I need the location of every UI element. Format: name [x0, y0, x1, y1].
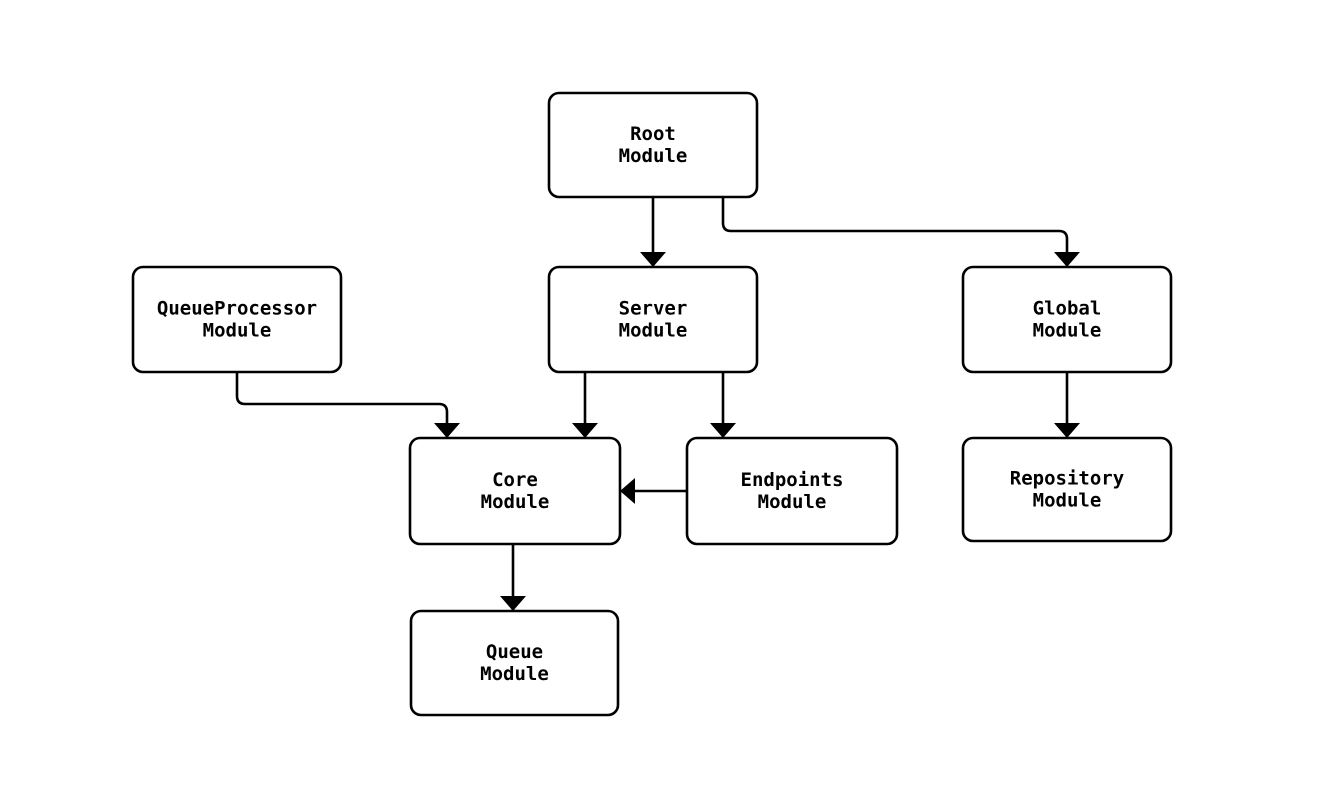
- edge-root-module-to-global-module: [721, 197, 1080, 267]
- edges-layer: [235, 197, 1080, 611]
- node-queue-module-box: [409, 609, 620, 717]
- node-queueprocessor-module-box: [131, 265, 343, 374]
- node-server-module-box: [547, 265, 759, 374]
- node-repository-module-box: [961, 436, 1173, 543]
- node-core-module-box: [408, 436, 622, 546]
- node-endpoints-module-box: [685, 436, 899, 546]
- node-global-module-box: [961, 265, 1173, 374]
- node-root-module-box: [547, 91, 759, 199]
- edge-queueprocessor-module-to-core-module: [235, 372, 460, 438]
